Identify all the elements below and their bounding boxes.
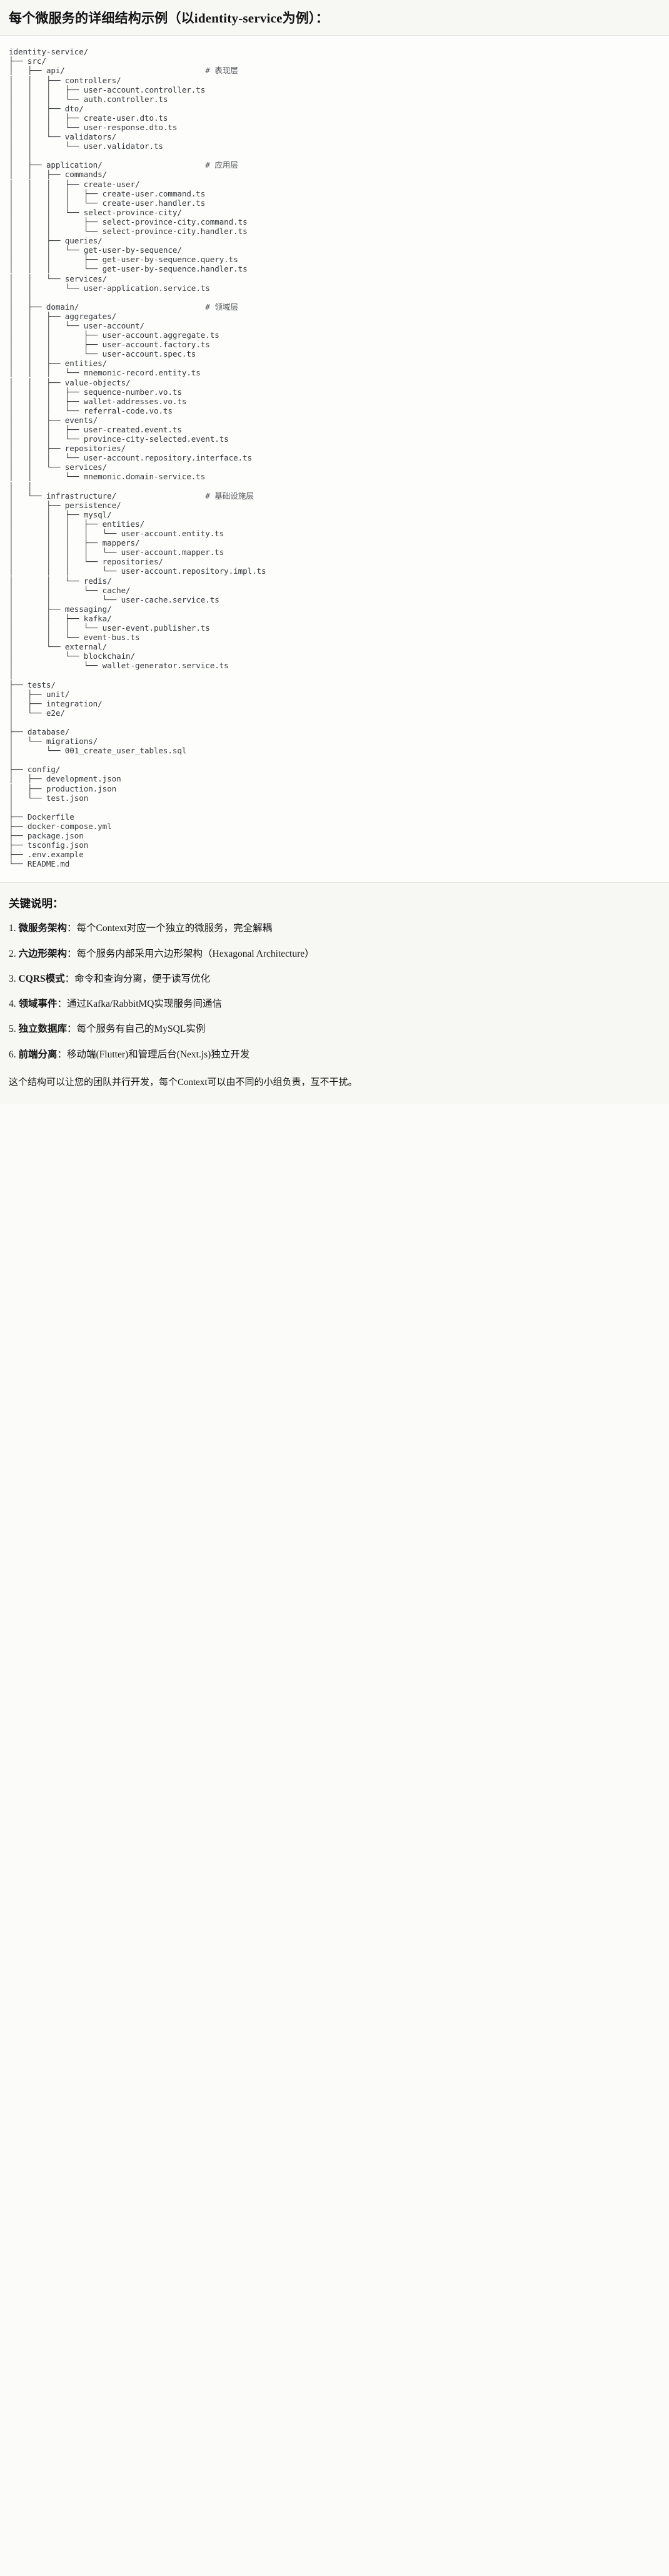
key-point-item: 1. 微服务架构：每个Context对应一个独立的微服务，完全解耦 [9, 921, 660, 935]
key-point-item: 3. CQRS模式：命令和查询分离，便于读写优化 [9, 972, 660, 986]
key-point-description: ：每个服务有自己的MySQL实例 [67, 1024, 206, 1035]
key-point-description: ：命令和查询分离，便于读写优化 [64, 973, 211, 984]
directory-tree-block: identity-service/ ├── src/ │ ├── api/ # … [0, 36, 669, 883]
key-point-term: 前端分离 [18, 1049, 58, 1060]
key-point-number: 1. [9, 923, 16, 934]
key-point-description: ：移动端(Flutter)和管理后台(Next.js)独立开发 [57, 1049, 250, 1060]
page-title: 每个微服务的详细结构示例（以identity-service为例）： [9, 11, 329, 26]
key-point-term: CQRS模式 [18, 973, 65, 984]
key-point-item: 5. 独立数据库：每个服务有自己的MySQL实例 [9, 1022, 660, 1036]
tree-layer-comment: # 基础设施层 [205, 491, 254, 501]
key-points-section: 关键说明： 1. 微服务架构：每个Context对应一个独立的微服务，完全解耦 2… [0, 883, 669, 1105]
key-point-number: 4. [9, 999, 16, 1010]
header-band: 每个微服务的详细结构示例（以identity-service为例）： [0, 0, 669, 36]
key-points-list: 1. 微服务架构：每个Context对应一个独立的微服务，完全解耦 2. 六边形架… [9, 921, 660, 1062]
key-point-term: 微服务架构 [18, 923, 68, 934]
page-root: 每个微服务的详细结构示例（以identity-service为例）： ident… [0, 0, 669, 1105]
key-point-item: 2. 六边形架构：每个服务内部采用六边形架构（Hexagonal Archite… [9, 947, 660, 961]
key-point-description: ：每个服务内部采用六边形架构（Hexagonal Architecture） [67, 948, 314, 959]
key-point-item: 4. 领域事件：通过Kafka/RabbitMQ实现服务间通信 [9, 997, 660, 1011]
key-point-term: 领域事件 [18, 999, 58, 1010]
tree-layer-comment: # 表现层 [205, 66, 238, 76]
key-points-title: 关键说明： [9, 897, 64, 910]
key-point-term: 独立数据库 [18, 1024, 68, 1035]
directory-tree: identity-service/ ├── src/ │ ├── api/ # … [9, 47, 266, 869]
key-point-description: ：每个Context对应一个独立的微服务，完全解耦 [67, 923, 273, 934]
key-point-item: 6. 前端分离：移动端(Flutter)和管理后台(Next.js)独立开发 [9, 1047, 660, 1062]
key-point-description: ：通过Kafka/RabbitMQ实现服务间通信 [57, 999, 222, 1010]
tree-layer-comment: # 领域层 [205, 302, 238, 312]
key-point-number: 3. [9, 973, 16, 984]
key-point-number: 2. [9, 948, 16, 959]
key-point-number: 6. [9, 1049, 16, 1060]
tree-layer-comment: # 应用层 [205, 160, 238, 170]
summary-note: 这个结构可以让您的团队并行开发，每个Context可以由不同的小组负责，互不干扰… [9, 1077, 358, 1087]
key-point-number: 5. [9, 1024, 16, 1035]
key-point-term: 六边形架构 [18, 948, 68, 959]
